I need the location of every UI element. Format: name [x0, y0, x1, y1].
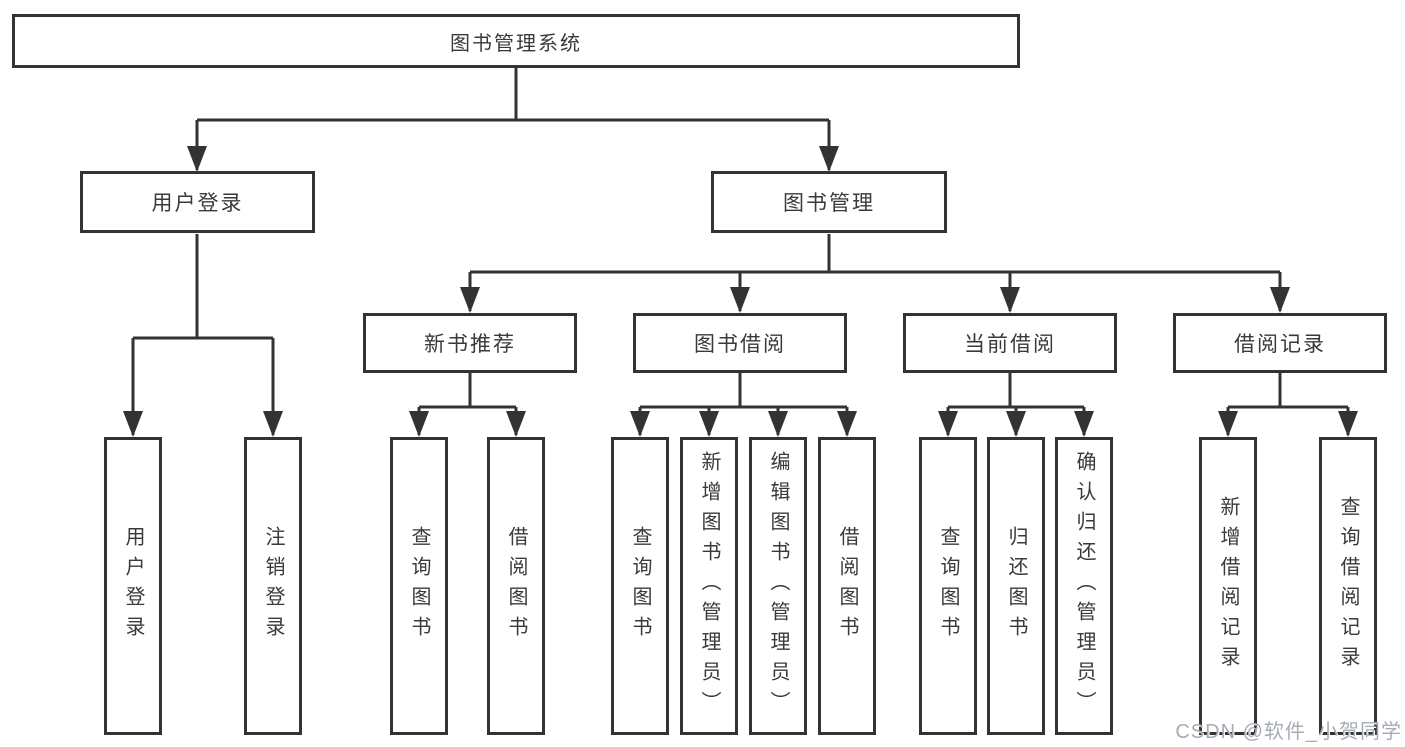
- node-library-management-system: 图书管理系统: [12, 14, 1020, 68]
- node-label: 用户登录: [151, 192, 244, 215]
- node-label: 注销登录: [262, 526, 284, 646]
- node-label: 借阅记录: [1234, 333, 1326, 356]
- leaf-logout-login: 注销登录: [244, 437, 302, 735]
- node-new-book-recommend: 新书推荐: [363, 313, 577, 373]
- node-label: 归还图书: [1005, 526, 1027, 646]
- node-borrow-records: 借阅记录: [1173, 313, 1387, 373]
- leaf-query-books-current: 查询图书: [919, 437, 977, 735]
- node-label: 查询借阅记录: [1337, 496, 1359, 676]
- node-label: 编辑图书（管理员）: [767, 451, 789, 721]
- leaf-borrow-books: 借阅图书: [818, 437, 876, 735]
- leaf-confirm-return-admin: 确认归还（管理员）: [1055, 437, 1113, 735]
- node-label: 查询图书: [937, 526, 959, 646]
- leaf-add-borrow-record: 新增借阅记录: [1199, 437, 1257, 735]
- node-label: 图书管理系统: [450, 32, 582, 55]
- node-book-borrow: 图书借阅: [633, 313, 847, 373]
- node-label: 新书推荐: [424, 333, 516, 356]
- node-label: 借阅图书: [836, 526, 858, 646]
- leaf-return-books: 归还图书: [987, 437, 1045, 735]
- leaf-query-books-recommend: 查询图书: [390, 437, 448, 735]
- arrowheads: [123, 146, 1358, 437]
- leaf-query-borrow-record: 查询借阅记录: [1319, 437, 1377, 735]
- node-user-login: 用户登录: [80, 171, 315, 233]
- node-label: 新增图书（管理员）: [698, 451, 720, 721]
- node-label: 图书借阅: [694, 333, 786, 356]
- node-label: 查询图书: [408, 526, 430, 646]
- leaf-edit-books-admin: 编辑图书（管理员）: [749, 437, 807, 735]
- node-label: 新增借阅记录: [1217, 496, 1239, 676]
- leaf-borrow-books-recommend: 借阅图书: [487, 437, 545, 735]
- leaf-user-login: 用户登录: [104, 437, 162, 735]
- node-book-management: 图书管理: [711, 171, 947, 233]
- node-label: 借阅图书: [505, 526, 527, 646]
- node-label: 图书管理: [783, 192, 875, 215]
- node-label: 用户登录: [122, 526, 144, 646]
- node-label: 确认归还（管理员）: [1073, 451, 1095, 721]
- leaf-query-books-borrow: 查询图书: [611, 437, 669, 735]
- watermark: CSDN @软件_小贺同学: [1175, 721, 1402, 743]
- node-label: 查询图书: [629, 526, 651, 646]
- leaf-add-books-admin: 新增图书（管理员）: [680, 437, 738, 735]
- node-label: 当前借阅: [964, 333, 1056, 356]
- node-current-borrow: 当前借阅: [903, 313, 1117, 373]
